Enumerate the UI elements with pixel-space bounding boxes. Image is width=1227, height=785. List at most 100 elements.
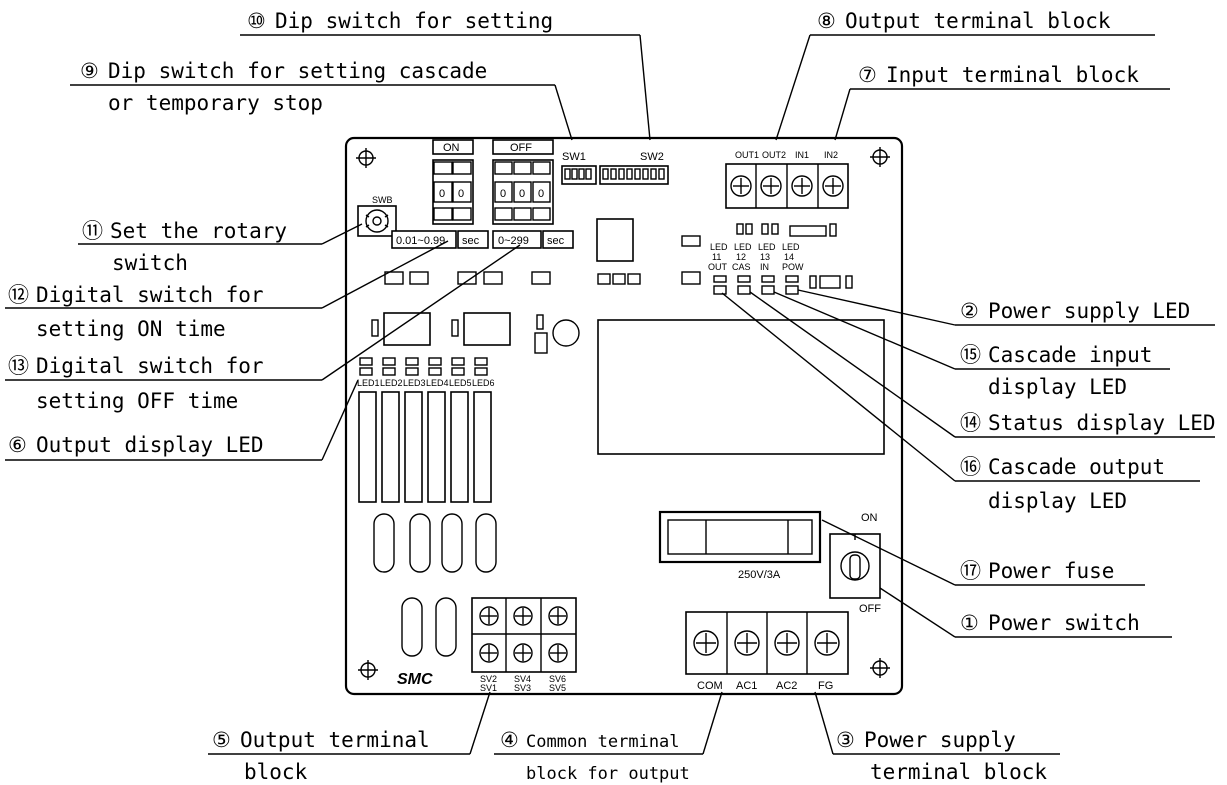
- output-relay: [358, 391, 377, 503]
- off-time-digital-switch[interactable]: 0 0 0: [492, 159, 554, 225]
- sw1-label: SW1: [562, 151, 586, 163]
- pcb-board: [344, 136, 904, 696]
- digit-text: 0: [519, 188, 525, 200]
- on-time-digital-switch[interactable]: 0 0: [432, 159, 474, 225]
- digit-text: 0: [458, 188, 464, 200]
- callout-3-text1: Power supply: [864, 728, 1016, 752]
- callout-2-num: ②: [960, 299, 979, 323]
- power-module: [597, 319, 885, 455]
- callout-13-text1: Digital switch for: [36, 354, 264, 378]
- component: [736, 223, 744, 235]
- leader-line: [321, 244, 521, 381]
- output-relay: [404, 391, 423, 503]
- terminal-screw-icon: [548, 606, 568, 626]
- terminal-screw-icon: [822, 175, 844, 197]
- status-led-line3: IN: [760, 262, 769, 272]
- led-11-body: [713, 285, 727, 295]
- leader-line: [554, 84, 573, 141]
- rotary-switch[interactable]: [357, 205, 397, 237]
- led-13: [761, 275, 775, 283]
- callout-3-text2: terminal block: [870, 760, 1047, 784]
- output-led-base: [359, 367, 373, 376]
- off-sec-box: [542, 230, 574, 249]
- on-sec-text: sec: [462, 235, 480, 247]
- off-sec-text: sec: [547, 235, 565, 247]
- component: [371, 319, 379, 337]
- leader-line: [321, 223, 363, 245]
- oval-cutout: [475, 513, 497, 573]
- sw2-label: SW2: [640, 151, 664, 163]
- led-12-body: [737, 285, 751, 295]
- led-13-body: [761, 285, 775, 295]
- callout-11-text1: Set the rotary: [110, 219, 287, 243]
- callout-12-text2: setting ON time: [36, 317, 226, 341]
- ic-chip: [596, 218, 634, 262]
- callout-16-text1: Cascade output: [988, 455, 1165, 479]
- callout-3-num: ③: [836, 728, 855, 752]
- status-led-line2: 12: [736, 252, 746, 262]
- component: [536, 314, 544, 330]
- terminal-screw-icon: [814, 630, 840, 656]
- swb-label: SWB: [372, 195, 393, 205]
- callout-15-num: ⑮: [960, 343, 981, 367]
- output-led-label: LED6: [472, 378, 495, 388]
- leader-line: [879, 587, 956, 638]
- terminal-screw-icon: [730, 175, 752, 197]
- in1-label: IN1: [795, 150, 809, 160]
- output-led-base: [405, 367, 419, 376]
- output-relay: [450, 391, 469, 503]
- leader-line: [773, 291, 956, 370]
- off-header-box: [492, 139, 554, 155]
- output-led: [405, 357, 419, 366]
- off-range-text: 0~299: [498, 235, 529, 247]
- fuse-rating: 250V/3A: [738, 569, 781, 581]
- status-led-group: LED 11 OUT LED 12 CAS LED 13 IN LED 14 P…: [708, 242, 804, 295]
- capacitor: [552, 319, 580, 347]
- leader-line: [749, 291, 956, 438]
- led-11: [713, 275, 727, 283]
- terminal-screw-icon: [513, 643, 533, 663]
- status-led-line2: 11: [712, 252, 721, 262]
- component: [745, 223, 753, 235]
- callout-6-num: ⑥: [8, 433, 27, 457]
- callout-1-num: ①: [960, 611, 979, 635]
- callout-12-text1: Digital switch for: [36, 283, 264, 307]
- terminal-screw-icon: [479, 643, 499, 663]
- callout-17-text: Power fuse: [988, 559, 1114, 583]
- callout-9-text1: Dip switch for setting cascade: [108, 59, 487, 83]
- status-led-line1: LED: [710, 242, 728, 252]
- leader-line: [814, 691, 834, 755]
- output-terminal-block[interactable]: [471, 597, 577, 673]
- oval-cutout: [409, 513, 431, 573]
- switch-off-label: OFF: [859, 603, 881, 615]
- out2-label: OUT2: [762, 150, 786, 160]
- led-12: [737, 275, 751, 283]
- power-fuse[interactable]: [658, 510, 822, 564]
- component: [829, 223, 837, 237]
- component: [409, 271, 429, 285]
- output-led-base: [428, 367, 442, 376]
- callout-12-num: ⑫: [8, 283, 29, 307]
- output-led-label: LED3: [403, 378, 426, 388]
- component: [531, 271, 551, 285]
- output-relay: [381, 391, 400, 503]
- component: [483, 271, 503, 285]
- component: [627, 273, 641, 285]
- callout-10-text: Dip switch for setting: [275, 9, 553, 33]
- dip-switch-sw2[interactable]: [599, 165, 669, 185]
- dip-switch-sw1[interactable]: [561, 165, 597, 185]
- led-14: [785, 275, 799, 283]
- power-toggle-switch[interactable]: [829, 533, 881, 599]
- component: [384, 271, 404, 285]
- callout-11-num: ⑪: [82, 219, 103, 243]
- off-header-text: OFF: [510, 142, 532, 154]
- callout-14-num: ⑭: [960, 411, 981, 435]
- on-header-box: [432, 139, 474, 155]
- sv-label: SV1: [480, 683, 497, 693]
- terminal-screw-icon: [734, 630, 760, 656]
- status-led-line2: 13: [760, 252, 770, 262]
- power-term-label: AC1: [736, 680, 757, 692]
- leader-line: [702, 691, 723, 755]
- sv-label: SV5: [549, 683, 566, 693]
- mounting-hole-icon: [870, 147, 890, 167]
